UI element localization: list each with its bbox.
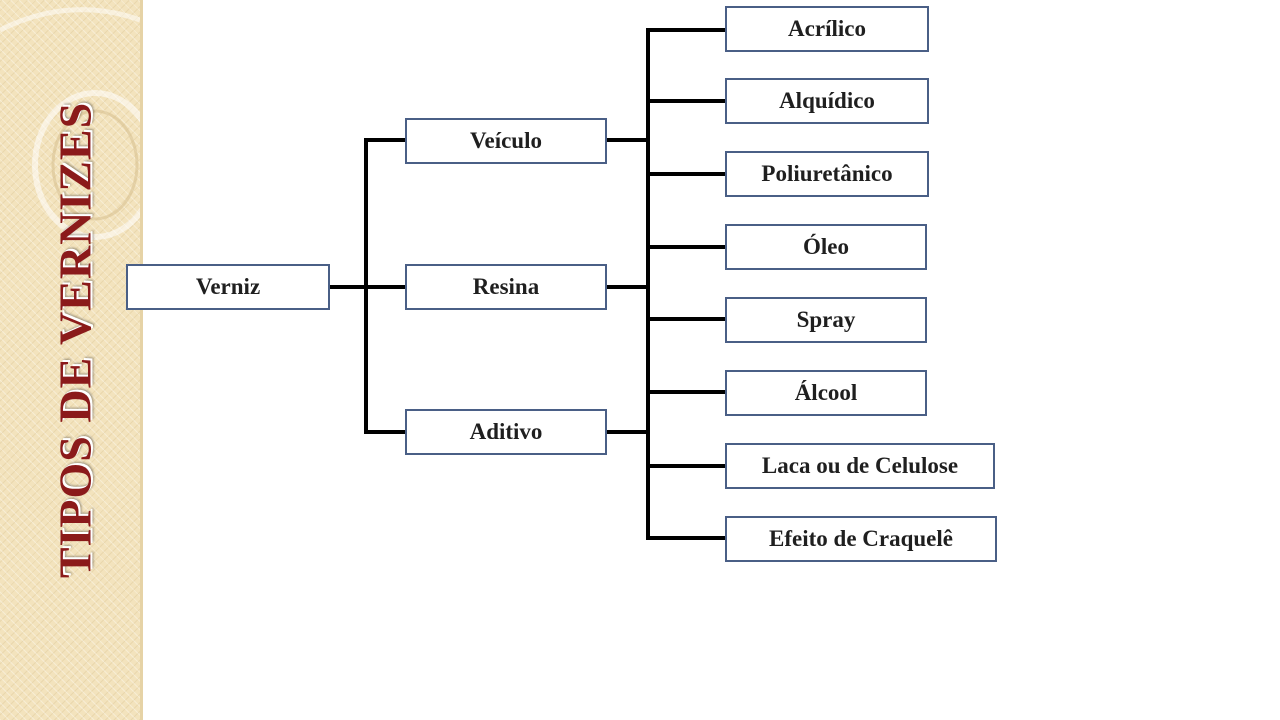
node-laca-celulose: Laca ou de Celulose xyxy=(725,443,995,489)
node-spray: Spray xyxy=(725,297,927,343)
node-oleo: Óleo xyxy=(725,224,927,270)
node-resina: Resina xyxy=(405,264,607,310)
node-alquidico: Alquídico xyxy=(725,78,929,124)
node-poliuretanico: Poliuretânico xyxy=(725,151,929,197)
decorative-side-band: TIPOS DE VERNIZES xyxy=(0,0,143,720)
node-efeito-craquele: Efeito de Craquelê xyxy=(725,516,997,562)
node-acrilico: Acrílico xyxy=(725,6,929,52)
node-alcool: Álcool xyxy=(725,370,927,416)
node-aditivo: Aditivo xyxy=(405,409,607,455)
decorative-swirl xyxy=(0,7,140,240)
node-veiculo: Veículo xyxy=(405,118,607,164)
node-verniz: Verniz xyxy=(126,264,330,310)
